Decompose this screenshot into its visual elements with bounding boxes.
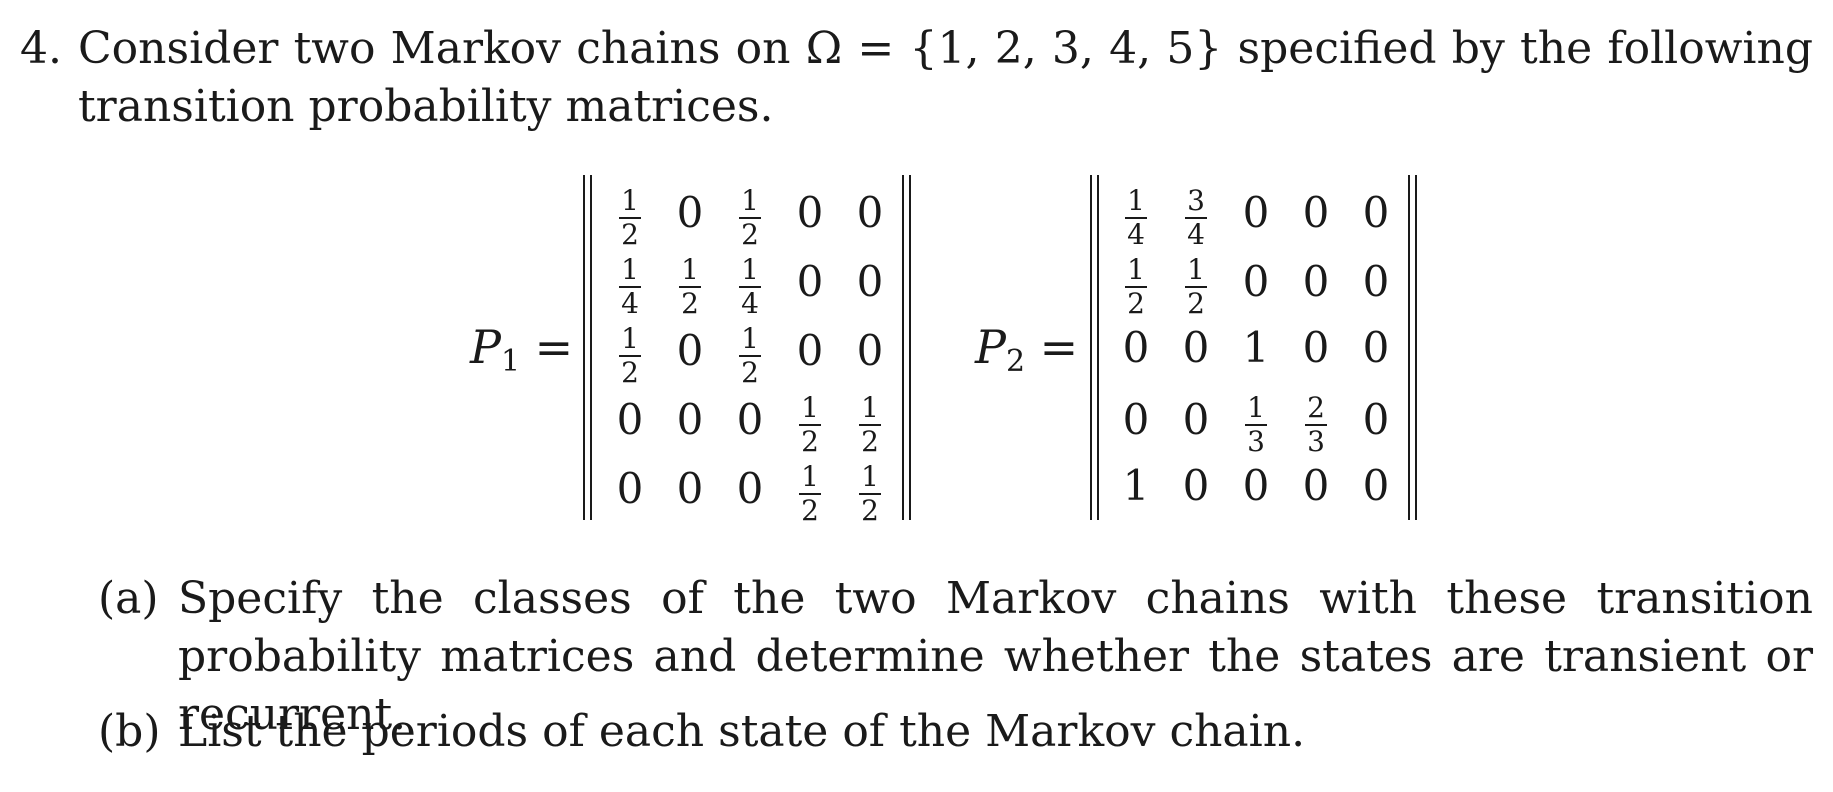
matrix-p2-cell-3-3: 1: [1242, 322, 1270, 372]
matrix-p2-cell-1-4: 0: [1302, 187, 1330, 237]
matrix-p2-label: P2 =: [975, 317, 1078, 392]
matrix-p2-cell-1-5: 0: [1362, 187, 1390, 237]
matrix-p2-cell-5-4: 0: [1302, 460, 1330, 510]
matrix-p2-cell-5-3: 0: [1242, 460, 1270, 510]
matrix-p1-cell-1-5: 0: [856, 187, 884, 237]
matrix-p1-cell-1-4: 0: [796, 187, 824, 237]
matrix-p2-label-sub: 2: [1005, 344, 1026, 379]
matrix-p1-cell-2-5: 0: [856, 256, 884, 306]
matrix-p2-cell-3-2: 0: [1182, 322, 1210, 372]
matrix-p2-equals: =: [1039, 320, 1079, 374]
problem-number: 4.: [20, 23, 62, 74]
matrix-p2-cell-4-2: 0: [1182, 394, 1210, 444]
matrix-p2-left-norm-bars: [1090, 175, 1102, 520]
matrix-p1-cell-1-2: 0: [676, 187, 704, 237]
matrix-p1-cell-5-3: 0: [736, 463, 764, 513]
matrix-p2-cell-3-5: 0: [1362, 322, 1390, 372]
matrix-p2-cell-5-1: 1: [1122, 460, 1150, 510]
matrix-p2-cell-2-4: 0: [1302, 256, 1330, 306]
matrix-p2-label-main: P: [975, 320, 1006, 374]
matrix-p1-label-sub: 1: [500, 344, 521, 379]
matrix-p2-cell-4-1: 0: [1122, 394, 1150, 444]
matrix-p2-cell-5-5: 0: [1362, 460, 1390, 510]
matrix-p1-cell-5-1: 0: [616, 463, 644, 513]
matrix-p2-cell-2-5: 0: [1362, 256, 1390, 306]
matrix-p1-label-main: P: [470, 320, 501, 374]
matrix-p2-cell-3-4: 0: [1302, 322, 1330, 372]
part-b-text: List the periods of each state of the Ma…: [178, 706, 1306, 757]
matrix-p1-cell-3-4: 0: [796, 325, 824, 375]
matrix-p2-cell-1-3: 0: [1242, 187, 1270, 237]
matrix-p1-label: P1 =: [470, 317, 573, 392]
matrix-p2-cell-5-2: 0: [1182, 460, 1210, 510]
matrix-p1-right-norm-bars: [902, 175, 914, 520]
matrix-p2-cell-3-1: 0: [1122, 322, 1150, 372]
matrix-p1-cell-4-1: 0: [616, 394, 644, 444]
matrix-p1-cell-4-2: 0: [676, 394, 704, 444]
part-b-tag: (b): [98, 706, 161, 757]
matrix-p1-cell-3-5: 0: [856, 325, 884, 375]
matrix-p2-cell-2-3: 0: [1242, 256, 1270, 306]
matrix-p1-left-norm-bars: [583, 175, 595, 520]
part-a-text: Specify the classes of the two Markov ch…: [178, 573, 1813, 740]
matrix-p1-cell-5-2: 0: [676, 463, 704, 513]
matrix-p1-cell-4-3: 0: [736, 394, 764, 444]
matrix-p2-right-norm-bars: [1408, 175, 1420, 520]
matrix-p1-cell-2-4: 0: [796, 256, 824, 306]
matrix-p2-cell-4-5: 0: [1362, 394, 1390, 444]
part-a-tag: (a): [98, 573, 159, 624]
matrix-p1-equals: =: [534, 320, 574, 374]
problem-intro: Consider two Markov chains on Ω = {1, 2,…: [78, 23, 1813, 132]
matrix-p1-cell-3-2: 0: [676, 325, 704, 375]
